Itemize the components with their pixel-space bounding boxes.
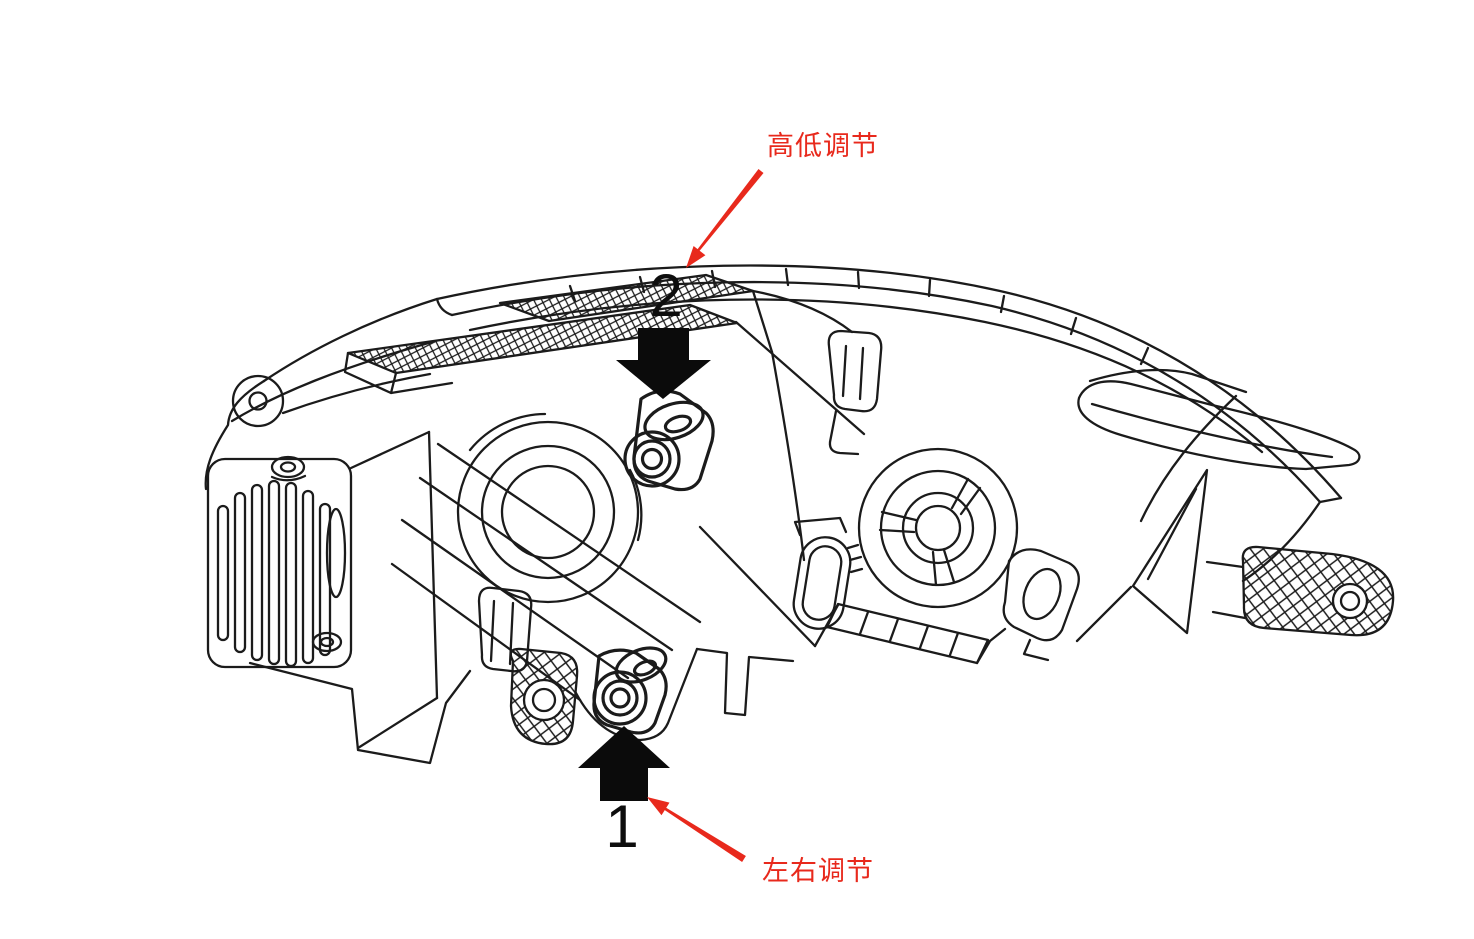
projector-lens: [456, 412, 643, 604]
leader-arrow-horizontal-icon: [647, 797, 746, 862]
retaining-clip-top: [827, 329, 883, 456]
down-arrow-icon: [616, 328, 711, 399]
mounting-tab-right: [1205, 545, 1395, 637]
horizontal-adjust-label: 左右调节: [762, 856, 874, 886]
adjuster-screw-1: [592, 646, 668, 735]
mounting-arm-right: [1077, 368, 1361, 471]
leader-arrow-height-icon: [686, 169, 764, 268]
up-arrow-icon: [578, 726, 670, 801]
ribbed-band: [825, 602, 990, 665]
height-adjust-label: 高低调节: [767, 131, 879, 161]
housing-left-shoulder: [204, 297, 439, 491]
adjuster-screw-2: [623, 389, 715, 492]
housing-bottom-contour: [248, 585, 1133, 765]
mounting-tab-bottom: [509, 647, 579, 746]
screw-top: [270, 455, 307, 482]
heat-sink: [206, 457, 353, 669]
housing-facets: [349, 289, 866, 750]
horizontal-adjust-number: 1: [605, 793, 639, 860]
retaining-clip-right: [1002, 548, 1080, 662]
connector-socket: [792, 516, 864, 630]
bulb-socket: [857, 447, 1019, 609]
screw-bottom: [311, 631, 343, 653]
height-adjust-number: 2: [649, 262, 683, 329]
